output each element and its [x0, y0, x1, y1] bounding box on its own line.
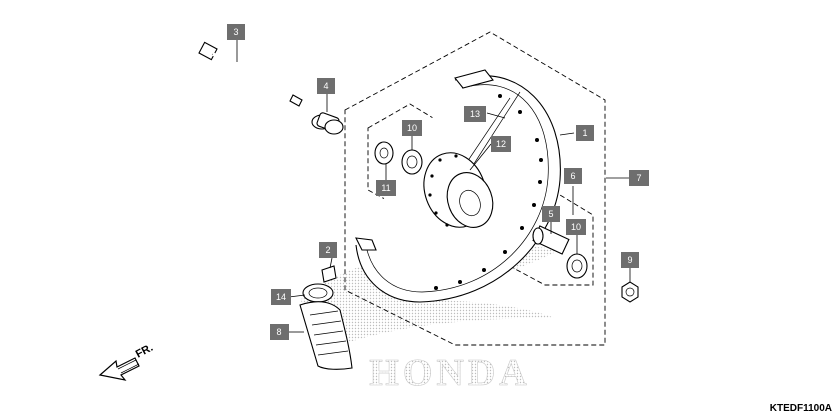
callout-3-label: 3 [233, 27, 238, 37]
callout-5-label: 5 [548, 209, 553, 219]
callout-11: 11 [376, 180, 396, 196]
axle-nut [621, 281, 639, 303]
callout-8-label: 8 [276, 327, 281, 337]
front-axle [198, 41, 303, 107]
front-direction-arrow: FR. [98, 342, 155, 381]
rim-spoke-holes [434, 94, 543, 290]
callout-7-label: 7 [636, 173, 641, 183]
callout-7: 7 [629, 170, 649, 186]
callout-2-label: 2 [325, 245, 330, 255]
wheel-hub [423, 152, 494, 228]
callout-1: 1 [576, 125, 594, 141]
callout-12-label: 12 [496, 139, 506, 149]
callout-8: 8 [270, 324, 289, 340]
wheel-assembly-outline [344, 31, 606, 346]
callout-12: 12 [491, 136, 511, 152]
callout-10-left-label: 10 [407, 123, 417, 133]
tire [299, 301, 353, 370]
callout-5: 5 [542, 206, 560, 222]
callout-9-label: 9 [627, 255, 632, 265]
callout-2: 2 [319, 242, 337, 258]
callout-10-right-label: 10 [571, 222, 581, 232]
callout-10-right: 10 [566, 219, 586, 235]
front-label: FR. [134, 342, 155, 361]
callout-6-label: 6 [570, 171, 575, 181]
right-bearing [566, 253, 588, 279]
callout-10-left: 10 [402, 120, 422, 136]
distance-collar [532, 225, 570, 255]
honda-wordmark: HONDA [369, 352, 530, 394]
callout-1-label: 1 [582, 128, 587, 138]
callout-4-label: 4 [323, 81, 328, 91]
callout-14: 14 [271, 289, 291, 305]
callout-13: 13 [464, 106, 486, 122]
leader-lines [236, 40, 631, 333]
callout-9: 9 [621, 252, 639, 268]
callout-13-label: 13 [470, 109, 480, 119]
callout-3: 3 [227, 24, 245, 40]
callout-14-label: 14 [276, 292, 286, 302]
inner-tube [302, 283, 334, 303]
axle-collar [311, 112, 344, 135]
callout-4: 4 [317, 78, 335, 94]
callout-11-label: 11 [381, 183, 390, 193]
callout-6: 6 [564, 168, 582, 184]
diagram-code: KTEDF1100A [769, 403, 832, 414]
